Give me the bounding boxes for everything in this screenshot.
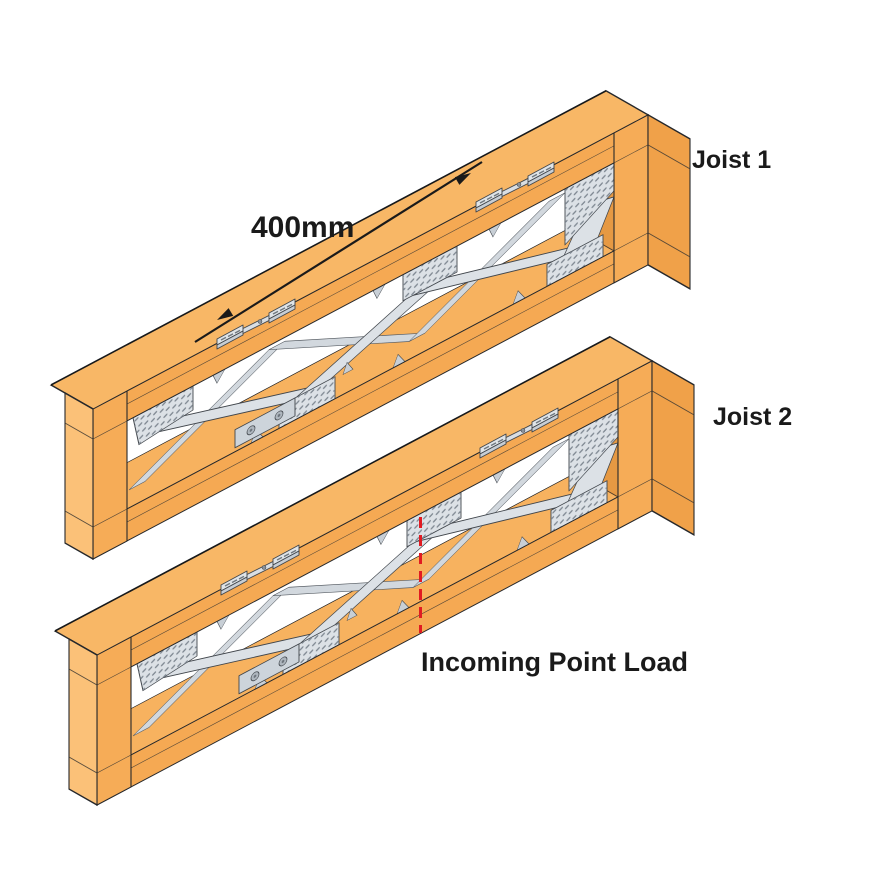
dimension-label: 400mm [251,211,354,244]
dimension-arrowhead-upper [454,173,471,185]
joist-1-label: Joist 1 [692,146,771,174]
point-load-label: Incoming Point Load [421,647,688,677]
point-load-annotation: Incoming Point Load [419,517,688,677]
dimension-400mm: 400mm [194,161,483,343]
joist-2-label: Joist 2 [713,403,792,431]
dimension-arrowhead-lower [217,308,234,320]
